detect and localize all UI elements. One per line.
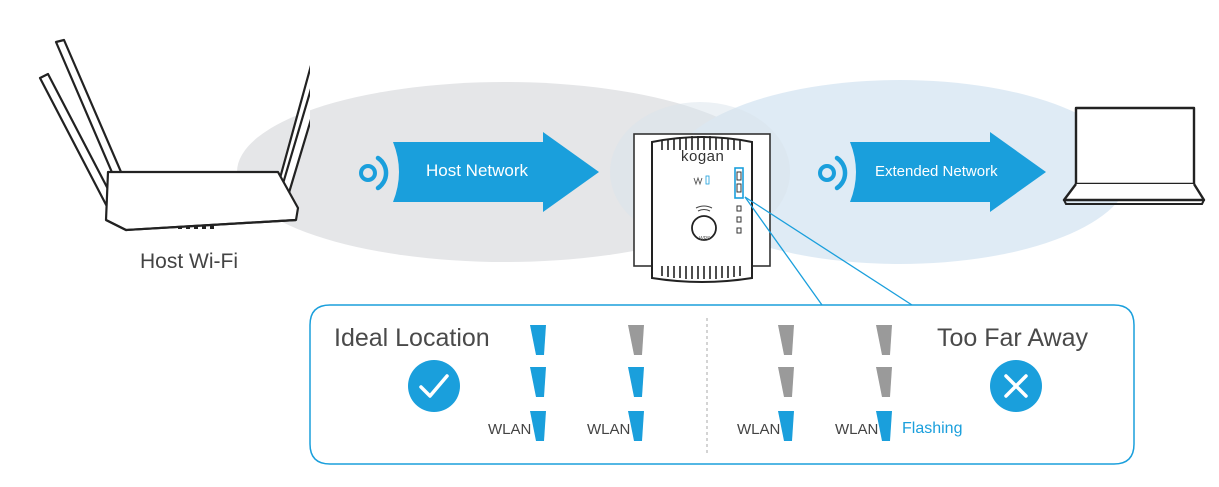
host-network-arrow: [393, 132, 599, 212]
wifi-signal-icon-extended: [818, 155, 848, 191]
signal-bar-3-2: [778, 367, 794, 397]
wps-button-label: WPS: [699, 236, 711, 242]
signal-bar-4-1: [876, 325, 892, 355]
wlan-label-1: WLAN: [488, 421, 532, 438]
signal-bar-2-2: [628, 367, 644, 397]
check-icon: [408, 360, 460, 412]
signal-bar-3-3: [778, 411, 794, 441]
laptop-icon: [1062, 106, 1206, 205]
signal-bar-2-3: [628, 411, 644, 441]
flashing-label: Flashing: [902, 420, 963, 437]
extended-network-label: Extended Network: [875, 163, 998, 180]
signal-bar-1-3: [530, 411, 546, 441]
host-wifi-label: Host Wi-Fi: [140, 250, 238, 273]
router-icon: [38, 38, 310, 232]
signal-bar-4-2: [876, 367, 892, 397]
signal-bar-3-1: [778, 325, 794, 355]
signal-bar-1-2: [530, 367, 546, 397]
wlan-label-3: WLAN: [737, 421, 781, 438]
too-far-away-title: Too Far Away: [937, 324, 1089, 352]
wlan-label-4: WLAN: [835, 421, 879, 438]
extended-network-arrow: [850, 132, 1046, 212]
wifi-signal-icon: [359, 155, 389, 191]
close-icon: [990, 360, 1042, 412]
signal-bar-4-3: [876, 411, 892, 441]
signal-bar-2-1: [628, 325, 644, 355]
device-brand-logo: kogan: [681, 148, 725, 165]
host-network-label: Host Network: [426, 161, 529, 180]
signal-bar-1-1: [530, 325, 546, 355]
ideal-location-title: Ideal Location: [334, 324, 490, 352]
wlan-label-2: WLAN: [587, 421, 631, 438]
